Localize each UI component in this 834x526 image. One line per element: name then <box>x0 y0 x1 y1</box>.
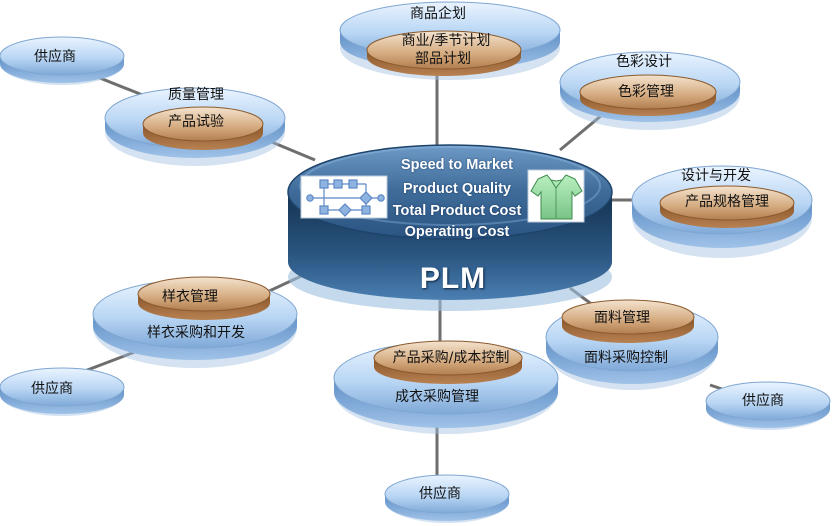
node-top <box>339 1 561 80</box>
node-quality-outer-label: 质量管理 <box>168 86 224 103</box>
node-top-inner-line-1: 商业/季节计划 <box>401 32 491 49</box>
node-sample-inner-label: 样衣管理 <box>162 288 218 305</box>
center-line-2: Product Quality <box>403 181 511 197</box>
center-line-4: Operating Cost <box>404 224 510 240</box>
node-purchase-inner-label: 产品采购/成本控制 <box>392 349 510 366</box>
node-sample-outer-label: 样衣采购和开发 <box>147 324 245 341</box>
node-design-inner-label: 产品规格管理 <box>685 193 769 210</box>
supplier-disc-left-bottom <box>0 367 125 416</box>
node-quality-inner-label: 产品试验 <box>168 113 224 130</box>
node-fabric-inner-label: 面料管理 <box>594 309 650 326</box>
supplier-label-left-bottom: 供应商 <box>31 380 73 397</box>
supplier-label-right-bottom: 供应商 <box>742 392 784 409</box>
node-color-outer-label: 色彩设计 <box>616 53 672 70</box>
process-flow-icon <box>300 175 388 219</box>
center-line-1: Speed to Market <box>401 157 513 173</box>
shirt-icon <box>527 169 585 223</box>
supplier-label-bottom: 供应商 <box>419 485 461 502</box>
node-fabric-outer-label: 面料采购控制 <box>584 349 668 366</box>
supplier-label-top-left: 供应商 <box>34 48 76 65</box>
supplier-disc-top-left <box>0 36 125 85</box>
node-color <box>559 51 741 130</box>
supplier-disc-bottom <box>384 474 510 523</box>
node-purchase <box>333 340 559 434</box>
plm-title: PLM <box>419 262 487 295</box>
node-quality <box>104 87 286 166</box>
node-purchase-outer-label: 成衣采购管理 <box>395 388 479 405</box>
supplier-disc-right-bottom <box>705 381 831 430</box>
center-line-3: Total Product Cost <box>392 203 522 219</box>
node-top-inner-line-2: 部品计划 <box>415 50 471 67</box>
node-fabric <box>545 299 719 390</box>
node-color-inner-label: 色彩管理 <box>618 83 674 100</box>
node-design <box>631 165 813 258</box>
node-design-outer-label: 设计与开发 <box>681 167 751 184</box>
node-top-outer-label: 商品企划 <box>410 5 466 22</box>
node-sample <box>92 276 298 368</box>
